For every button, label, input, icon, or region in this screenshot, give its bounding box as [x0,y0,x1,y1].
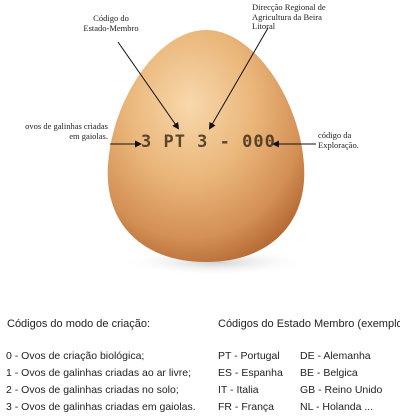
state-code-label: Código do Estado-Membro [83,13,139,33]
arrow-state-code [117,41,180,130]
hens-label: ovos de galinhas criadas em gaiolas. [25,121,108,141]
state-item: PT - Portugal [218,350,280,362]
states-row: PT - Portugal DE - Alemanha [218,348,398,365]
modes-list: 0 - Ovos de criação biológica; 1 - Ovos … [6,348,211,416]
egg-illustration [107,27,316,276]
state-item: NL - Holanda ... [300,401,374,413]
states-row: FR - França NL - Holanda ... [218,399,398,416]
states-row: ES - Espanha BE - Belgica [218,365,398,382]
state-item: BE - Belgica [300,367,358,379]
mode-item: 2 - Ovos de galinhas criadas no solo; [6,384,179,396]
mode-item: 3 - Ovos de galinhas criadas em gaiolas. [6,401,196,413]
egg-stamp-code: 3 PT 3 - 000 [141,132,276,152]
mode-item: 0 - Ovos de criação biológica; [6,350,145,362]
state-item: DE - Alemanha [300,350,371,362]
arrow-region [208,27,269,130]
farm-label: código da Exploração. [318,130,359,150]
modes-title: Códigos do modo de criação: [7,318,151,330]
state-item: GB - Reino Unido [300,384,383,396]
mode-item: 1 - Ovos de galinhas criadas ao ar livre… [6,367,192,379]
state-item: FR - França [218,401,275,413]
states-list: PT - Portugal DE - Alemanha ES - Espanha… [218,348,398,416]
legend: Códigos do modo de criação: Códigos do E… [0,300,400,417]
states-row: IT - Italia GB - Reino Unido [218,382,398,399]
state-item: ES - Espanha [218,367,283,379]
states-title: Códigos do Estado Membro (exemplos) [218,318,400,330]
egg-shape [107,30,305,262]
region-label: Direcção Regional de Agricultura da Beir… [252,2,326,31]
egg-diagram: Código do Estado-Membro Direcção Regiona… [25,2,359,276]
state-item: IT - Italia [218,384,259,396]
